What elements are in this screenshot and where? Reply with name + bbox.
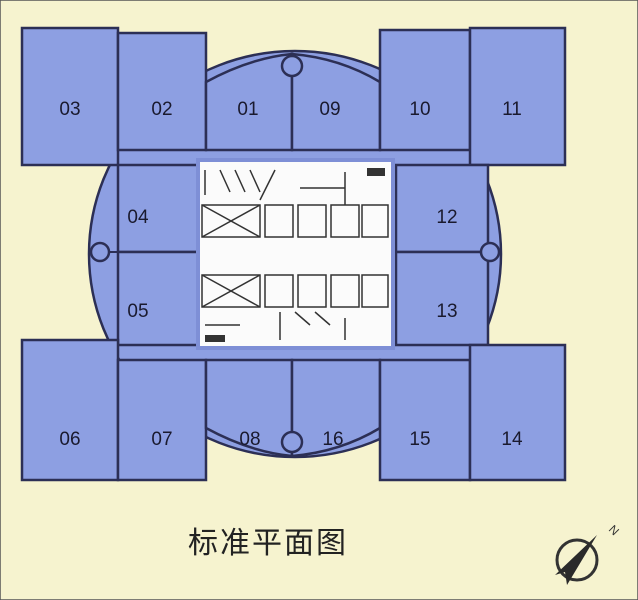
unit-label: 07 — [151, 429, 172, 450]
unit-label: 12 — [436, 207, 457, 228]
unit-05 — [116, 250, 202, 347]
unit-label: 08 — [239, 429, 260, 450]
unit-13 — [394, 250, 490, 347]
unit-label: 09 — [319, 99, 340, 120]
unit-label: 15 — [409, 429, 430, 450]
unit-07 — [116, 358, 208, 482]
unit-label: 03 — [59, 99, 80, 120]
unit-label: 05 — [127, 301, 148, 322]
unit-11 — [468, 26, 567, 167]
unit-04 — [116, 163, 202, 254]
unit-label: 04 — [127, 207, 149, 228]
service-core — [196, 158, 395, 350]
unit-label: 11 — [502, 99, 522, 120]
unit-label: 02 — [151, 99, 172, 120]
unit-02 — [116, 31, 208, 152]
unit-03 — [20, 26, 120, 167]
unit-label: 10 — [409, 99, 430, 120]
unit-06 — [20, 338, 120, 482]
column-bottom — [280, 430, 304, 454]
unit-12 — [394, 163, 490, 254]
unit-label: 14 — [501, 429, 523, 450]
unit-label: 16 — [322, 429, 343, 450]
unit-label: 01 — [237, 99, 258, 120]
unit-10 — [378, 28, 472, 152]
unit-label: 13 — [436, 301, 457, 322]
column-left — [89, 241, 111, 263]
column-top — [280, 54, 304, 78]
unit-14 — [468, 343, 567, 482]
unit-15 — [378, 358, 472, 482]
plan-title: 标准平面图 — [188, 526, 348, 561]
unit-label: 06 — [59, 429, 80, 450]
column-right — [479, 241, 501, 263]
